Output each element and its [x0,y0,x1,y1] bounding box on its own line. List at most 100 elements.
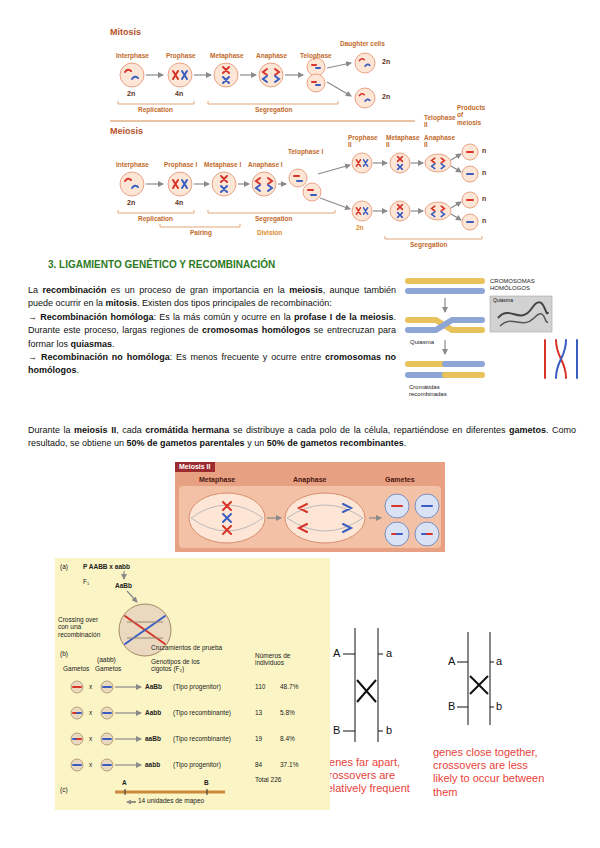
bold-run: gametos [509,425,546,435]
figure-heading: Mitosis [110,27,141,37]
text-run: : Es la más común y ocurre en la [154,312,294,322]
panel-text: AaBb [145,683,162,690]
bold-run: cromosomas homólogos [202,325,310,335]
mitosis-figure [118,53,375,108]
figure-heading: Meiosis [110,126,143,136]
text-run: Durante la [28,425,74,435]
homologous-chromosomes [408,281,577,378]
paragraph-line: → Recombinación no homóloga: Es menos fr… [28,351,396,378]
stage-label: Prophase I [164,161,197,168]
section-heading: 3. LIGAMIENTO GENÉTICO Y RECOMBINACIÓN [48,259,275,271]
ploidy-label: 4n [175,199,183,207]
panel-text: 8.4% [280,735,295,742]
map-note: genes close together, crossovers are les… [433,746,555,799]
panel-text: 19 [255,735,262,742]
text-run: y un [245,438,267,448]
panel-text: Cruzamientos de prueba [151,644,222,651]
text-run: es un proceso de gran importancia en la [106,285,289,295]
panel-text: F₁ [83,578,89,585]
bracket-label: Segregation [255,106,293,113]
bold-run: profase I de la meiosis [294,312,394,322]
panel-text: x [89,735,92,742]
text-run: La [28,285,42,295]
allele-label: a [496,655,502,668]
allele-label: A [448,655,455,668]
panel-text: (Tipo recombinante) [173,735,231,742]
allele-label: b [496,700,502,713]
bracket-label: Replication [138,106,173,113]
panel-text: AaBb [115,582,132,589]
bold-run: mitosis [106,298,138,308]
panel-text: B [204,779,209,786]
bold-run: cromátida hermana [145,425,229,435]
stage-label: Telophase II [424,114,454,129]
photo-label: Quiasma [493,298,513,304]
meiosis-ii-panel: Meiosis IIMetaphaseAnaphaseGametes [175,462,445,552]
panel-text: 48.7% [280,683,298,690]
genetic-map [343,628,494,742]
stage-label: Products of meiosis [457,104,487,126]
text-run: → [28,312,40,322]
bold-run: quiasmas [71,339,113,349]
meiosis-ii-illustration [175,462,445,552]
figure-label: Cromátidas recombinadas [409,384,459,398]
panel-text: x [89,683,92,690]
ploidy-label: n [482,147,486,155]
panel-text: (Tipo progenitor) [173,761,221,768]
panel-text: x [89,709,92,716]
panel-text: Total 226 [255,776,281,783]
panel-text: (Tipo recombinante) [173,709,231,716]
stage-label: Telophase [300,52,332,59]
panel-text: A [122,779,127,786]
panel-text: (Tipo progenitor) [173,683,221,690]
text-run: . [404,438,407,448]
panel-text: Meiosis II [175,462,215,472]
text-run: . Existen dos tipos principales de recom… [137,298,332,308]
bold-run: 50% de gametos parentales [127,438,245,448]
paragraph: La recombinación es un proceso de gran i… [28,284,396,378]
ploidy-label: 2n [382,58,390,66]
text-run: se distribuye a cada polo de la célula, … [229,425,509,435]
panel-text: 37.1% [280,761,298,768]
panel-text: (a) [60,563,68,570]
paragraph-line: La recombinación es un proceso de gran i… [28,284,396,311]
stage-label: Interphase [116,161,149,168]
paragraph-line: Durante la meiosis II, cada cromátida he… [28,424,576,451]
stage-label: Anaphase [256,52,287,59]
panel-text: 5.8% [280,709,295,716]
panel-text: x [89,761,92,768]
panel-text: aabb [145,761,160,768]
bold-run: Recombinación homóloga [40,312,153,322]
panel-text: 13 [255,709,262,716]
allele-label: b [386,724,392,737]
panel-text: aaBb [145,735,161,742]
panel-text: P AABB x aabb [83,563,130,570]
ploidy-label: 2n [127,199,135,207]
bold-run: recombinación [42,285,106,295]
map-note: genes far apart, crossovers are relative… [323,756,428,796]
bracket-label: Segregation [410,241,448,248]
paragraph: Durante la meiosis II, cada cromátida he… [28,424,576,451]
stage-label: Prophase [166,52,196,59]
bold-run: meiosis [289,285,323,295]
allele-label: A [333,647,340,660]
panel-text: Aabb [145,709,161,716]
allele-label: a [386,647,392,660]
panel-text: Crossing over con una recombinación [58,616,102,638]
text-run: , cada [116,425,145,435]
ploidy-label: 4n [175,90,183,98]
stage-label: Daughter cells [340,40,385,47]
bold-run: Recombinación no homóloga [41,352,170,362]
ploidy-label: n [482,169,486,177]
figure-label: Quiasma [410,339,434,346]
division-label: Division [257,229,282,236]
panel-text: (c) [60,786,68,793]
text-run: : Es menos frecuente y ocurre entre [170,352,325,362]
stage-label: Telophase I [288,148,323,155]
stage-label: Prophase II [348,134,376,149]
ploidy-label: n [482,217,486,225]
panel-text: Anaphase [293,476,326,484]
panel-text: (b) [60,650,68,657]
cross-panel: (a)P AABB x aabbF₁AaBbCrossing over con … [55,558,330,810]
